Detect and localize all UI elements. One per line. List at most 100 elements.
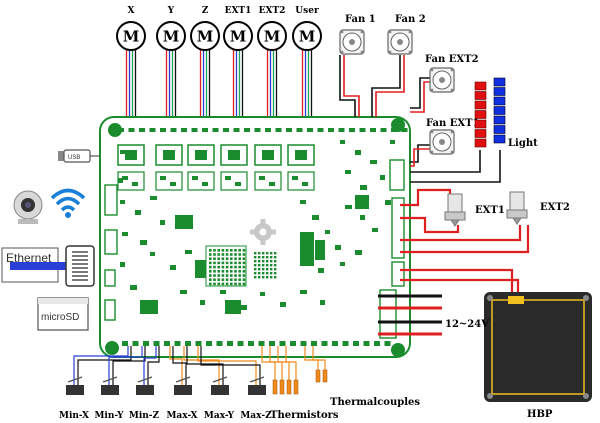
- chip-pad: [213, 274, 216, 277]
- chip-pad: [274, 268, 277, 271]
- pin-header: [128, 128, 135, 132]
- fan-icon: [387, 29, 413, 55]
- edge-connector: [379, 289, 397, 339]
- endstop-switch: [101, 376, 119, 395]
- chip-pad: [217, 265, 220, 269]
- smd-part: [235, 182, 241, 186]
- chip-pad: [262, 272, 265, 275]
- smd-part: [372, 228, 378, 232]
- gear-icon: [250, 219, 276, 245]
- smd-part: [302, 182, 308, 186]
- switch-lever: [249, 376, 265, 383]
- motor-label: EXT2: [259, 6, 286, 16]
- chip-pad: [209, 274, 212, 277]
- motor-label: Y: [167, 6, 175, 16]
- smd-part: [150, 196, 157, 200]
- smd-part: [170, 265, 176, 270]
- chip-pad: [234, 253, 237, 256]
- ic-chip: [355, 195, 369, 209]
- smd-part: [355, 150, 361, 155]
- smd-part: [225, 176, 231, 180]
- chip-pad: [258, 272, 261, 275]
- motor-icon: [292, 21, 322, 51]
- chip-pad: [266, 264, 269, 267]
- endstop-wire: [77, 346, 132, 385]
- fan-screw: [430, 68, 434, 72]
- driver-socket: [187, 171, 215, 191]
- motor-icon: [116, 21, 146, 51]
- chip-pad: [254, 264, 257, 267]
- board-components: [104, 128, 408, 346]
- chip-pad: [238, 265, 241, 269]
- light-led-blue: [493, 96, 506, 106]
- chip-pad: [262, 252, 265, 255]
- switch-lever: [137, 376, 153, 383]
- fan-hub: [439, 77, 445, 83]
- chip-pad: [209, 270, 212, 273]
- light-wires: [410, 150, 501, 183]
- driver-socket: [220, 171, 248, 191]
- smd-part: [390, 140, 395, 144]
- chip-pad: [258, 252, 261, 255]
- thermistor-wire: [261, 346, 276, 380]
- controller-board: [99, 116, 411, 358]
- endstop-wire: [143, 346, 157, 385]
- chip-pad: [230, 253, 233, 256]
- extruder-barrel: [509, 191, 525, 211]
- pin-header: [269, 341, 275, 346]
- chip-pad: [266, 268, 269, 271]
- light-led-blue: [493, 77, 506, 87]
- fan-ext1-label: Fan EXT1: [426, 118, 480, 129]
- fan-screw: [450, 150, 454, 154]
- endstop-switch: [174, 376, 192, 395]
- mount-hole: [105, 341, 119, 355]
- driver-socket: [155, 171, 183, 191]
- fan-screw: [450, 130, 454, 134]
- pin-header: [338, 128, 345, 132]
- chip-pad: [274, 252, 277, 255]
- chip-pad: [209, 282, 212, 286]
- chip-pad: [238, 261, 241, 265]
- light-led-blue: [493, 125, 506, 134]
- pin-header: [349, 128, 355, 132]
- pin-header: [223, 128, 229, 132]
- light-led-blue: [493, 106, 506, 115]
- smd-part: [335, 245, 341, 250]
- switch-lever: [67, 376, 83, 383]
- ic-chip: [175, 215, 193, 229]
- chip-pad: [266, 256, 269, 259]
- smd-part: [160, 220, 165, 225]
- chip-pad: [270, 268, 273, 271]
- chip-pad: [242, 274, 246, 277]
- chip-pad: [225, 249, 229, 252]
- chip-pad: [270, 260, 273, 263]
- pin-header: [212, 128, 219, 132]
- power-label: 12~24V: [445, 319, 489, 330]
- chip-pad: [213, 249, 216, 252]
- pin-header: [254, 128, 261, 132]
- chip-pad: [225, 282, 229, 286]
- chip-pad: [266, 260, 269, 263]
- chip-pad: [242, 265, 246, 269]
- extruder-barrel: [447, 193, 463, 213]
- pin-header: [206, 341, 212, 346]
- chip-pad: [242, 253, 246, 256]
- pin-header: [233, 128, 240, 132]
- extruder-block: [444, 211, 466, 221]
- light-led-red: [474, 100, 487, 110]
- chip-pad: [274, 264, 277, 267]
- pin-header: [139, 128, 145, 132]
- chip-pad: [217, 257, 220, 260]
- light-led-red: [474, 119, 487, 129]
- chip-pad: [262, 260, 265, 263]
- endstop-wire: [108, 346, 143, 385]
- chip-pad: [209, 249, 212, 252]
- chip-pad: [266, 272, 269, 275]
- pin-header: [363, 341, 370, 346]
- pin-header: [275, 128, 282, 132]
- fan-screw: [450, 68, 454, 72]
- fan-screw: [340, 30, 344, 34]
- chip-pad: [234, 270, 237, 273]
- chip-pad: [262, 256, 265, 259]
- edge-connector: [391, 261, 405, 287]
